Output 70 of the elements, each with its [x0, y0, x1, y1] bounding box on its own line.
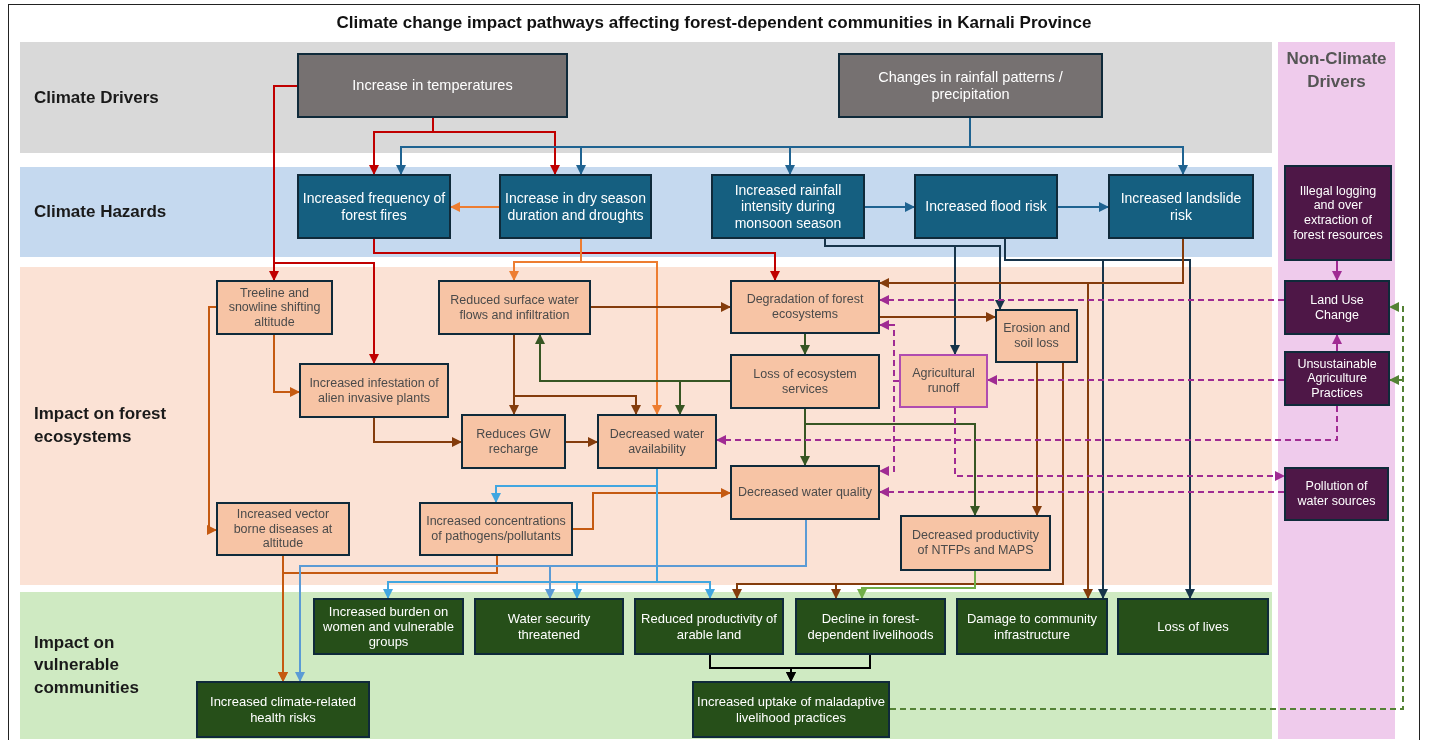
process-box: Increased vector borne diseases at altitude	[216, 502, 350, 556]
arrow	[786, 654, 871, 682]
process-box: Land Use Change	[1284, 280, 1390, 335]
process-box: Illegal logging and over extraction of forest resources	[1284, 165, 1392, 261]
band-heading: Climate Hazards	[34, 200, 168, 223]
process-box: Unsustainable Agriculture Practices	[1284, 351, 1390, 406]
arrow	[1332, 334, 1342, 352]
arrow	[590, 302, 731, 312]
process-box: Erosion and soil loss	[995, 309, 1078, 363]
process-box: Degradation of forest ecosystems	[730, 280, 880, 334]
process-box: Decreased water quality	[730, 465, 880, 520]
process-box: Increased burden on women and vulnerable groups	[313, 598, 464, 655]
arrow	[1057, 202, 1109, 212]
process-box: Decreased productivity of NTFPs and MAPS	[900, 515, 1051, 571]
arrow	[864, 202, 915, 212]
process-box: Increased infestation of alien invasive plants	[299, 363, 449, 418]
process-box: Pollution of water sources	[1284, 467, 1389, 521]
process-box: Damage to community infrastructure	[956, 598, 1108, 655]
arrow	[207, 306, 217, 535]
arrow	[373, 417, 462, 447]
process-box: Decreased water availability	[597, 414, 717, 469]
process-box: Increased frequency of forest fires	[297, 174, 451, 239]
dashed-arrow	[716, 405, 1338, 445]
process-box: Increased flood risk	[914, 174, 1058, 239]
process-box: Loss of lives	[1117, 598, 1269, 655]
band-background	[20, 592, 1272, 739]
process-box: Reduced productivity of arable land	[634, 598, 784, 655]
process-box: Agricultural runoff	[899, 354, 988, 408]
band-heading: Impact on vulnerable communities	[34, 631, 140, 699]
band-background	[1278, 42, 1395, 739]
arrow	[1032, 362, 1042, 516]
process-box: Increase in dry season duration and droughts	[499, 174, 652, 239]
process-box: Changes in rainfall patterns / precipitation	[838, 53, 1103, 118]
band-heading: Climate Drivers	[34, 86, 160, 109]
arrow	[800, 333, 810, 355]
process-box: Increase in temperatures	[297, 53, 568, 118]
process-box: Treeline and snowline shifting altitude	[216, 280, 333, 335]
diagram-title: Climate change impact pathways affecting forest-dependent communities in Karnali Province	[335, 13, 1093, 33]
arrow	[278, 555, 498, 682]
dashed-arrow	[987, 375, 1285, 385]
arrow	[273, 334, 300, 397]
process-box: Loss of ecosystem services	[730, 354, 880, 409]
process-box: Water security threatened	[474, 598, 624, 655]
process-box: Increased uptake of maladaptive livelihood practices	[692, 681, 890, 738]
band-heading: Impact on forest ecosystems	[34, 403, 168, 448]
arrow	[373, 238, 780, 281]
band-background	[20, 42, 1272, 153]
dashed-arrow	[879, 380, 900, 476]
process-box: Reduced surface water flows and infiltration	[438, 280, 591, 335]
arrow	[804, 408, 980, 516]
arrow	[1332, 260, 1342, 281]
process-box: Decline in forest-dependent livelihoods	[795, 598, 946, 655]
band-background	[20, 167, 1272, 257]
arrow	[565, 437, 598, 447]
arrow	[857, 570, 976, 599]
arrow	[675, 380, 731, 415]
process-box: Increased concentrations of pathogens/pollutants	[419, 502, 573, 556]
process-box: Increased climate-related health risks	[196, 681, 370, 738]
process-box: Increased landslide risk	[1108, 174, 1254, 239]
process-box: Increased rainfall intensity during monsoon season	[711, 174, 865, 239]
dashed-arrow	[954, 407, 1285, 481]
dashed-arrow	[879, 295, 1285, 305]
arrow	[879, 312, 996, 322]
dashed-arrow	[879, 487, 1285, 497]
process-box: Reduces GW recharge	[461, 414, 566, 469]
arrow	[572, 488, 731, 530]
band-heading: Non-Climate Drivers	[1285, 48, 1388, 93]
band-background	[20, 267, 1272, 585]
arrow	[513, 334, 641, 415]
arrow	[450, 202, 500, 212]
